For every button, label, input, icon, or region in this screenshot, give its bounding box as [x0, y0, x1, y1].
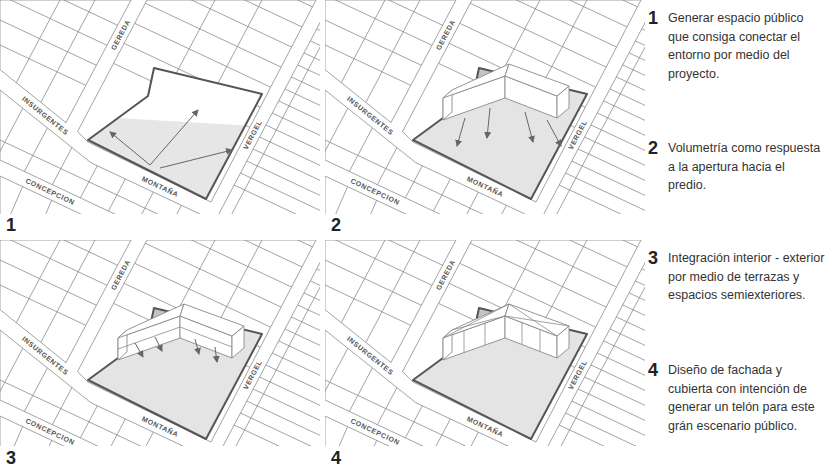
street-name: GEREDA [109, 17, 133, 52]
street-name: MONTAÑA [465, 414, 506, 439]
street-name: CONCEPCION [348, 416, 402, 447]
street-name: VERGEL [241, 358, 264, 392]
panel-number: 3 [6, 449, 16, 468]
street-name: GEREDA [434, 257, 458, 292]
street-name: MONTAÑA [140, 414, 181, 439]
street-name: CONCEPCION [348, 176, 402, 207]
step-number: 4 [648, 360, 658, 380]
street-name: GEREDA [434, 17, 458, 52]
step-number: 2 [648, 138, 658, 158]
panel-number: 1 [6, 216, 16, 235]
street-name: INSURGENTES [344, 94, 395, 137]
step-number: 3 [648, 248, 658, 268]
street-name: CONCEPCION [23, 416, 77, 447]
step-number: 1 [648, 8, 658, 28]
step-description: Volumetría como respuesta a la apertura … [668, 139, 826, 195]
street-name: MONTAÑA [140, 174, 181, 199]
step-description: Generar espacio público que consiga cone… [668, 9, 826, 83]
street-name: VERGEL [566, 118, 589, 152]
step-description: Integración interior - exterior por medi… [668, 249, 826, 305]
street-name: INSURGENTES [19, 334, 70, 377]
panel-number: 2 [331, 216, 341, 235]
street-name: INSURGENTES [19, 94, 70, 137]
street-name: VERGEL [566, 358, 589, 392]
street-name: VERGEL [241, 118, 264, 152]
step-description: Diseño de fachada y cubierta con intenci… [668, 361, 826, 435]
panel-number: 4 [331, 449, 341, 468]
street-name: GEREDA [109, 257, 133, 292]
street-name: CONCEPCION [23, 176, 77, 207]
street-name: INSURGENTES [344, 334, 395, 377]
street-name: MONTAÑA [465, 174, 506, 199]
